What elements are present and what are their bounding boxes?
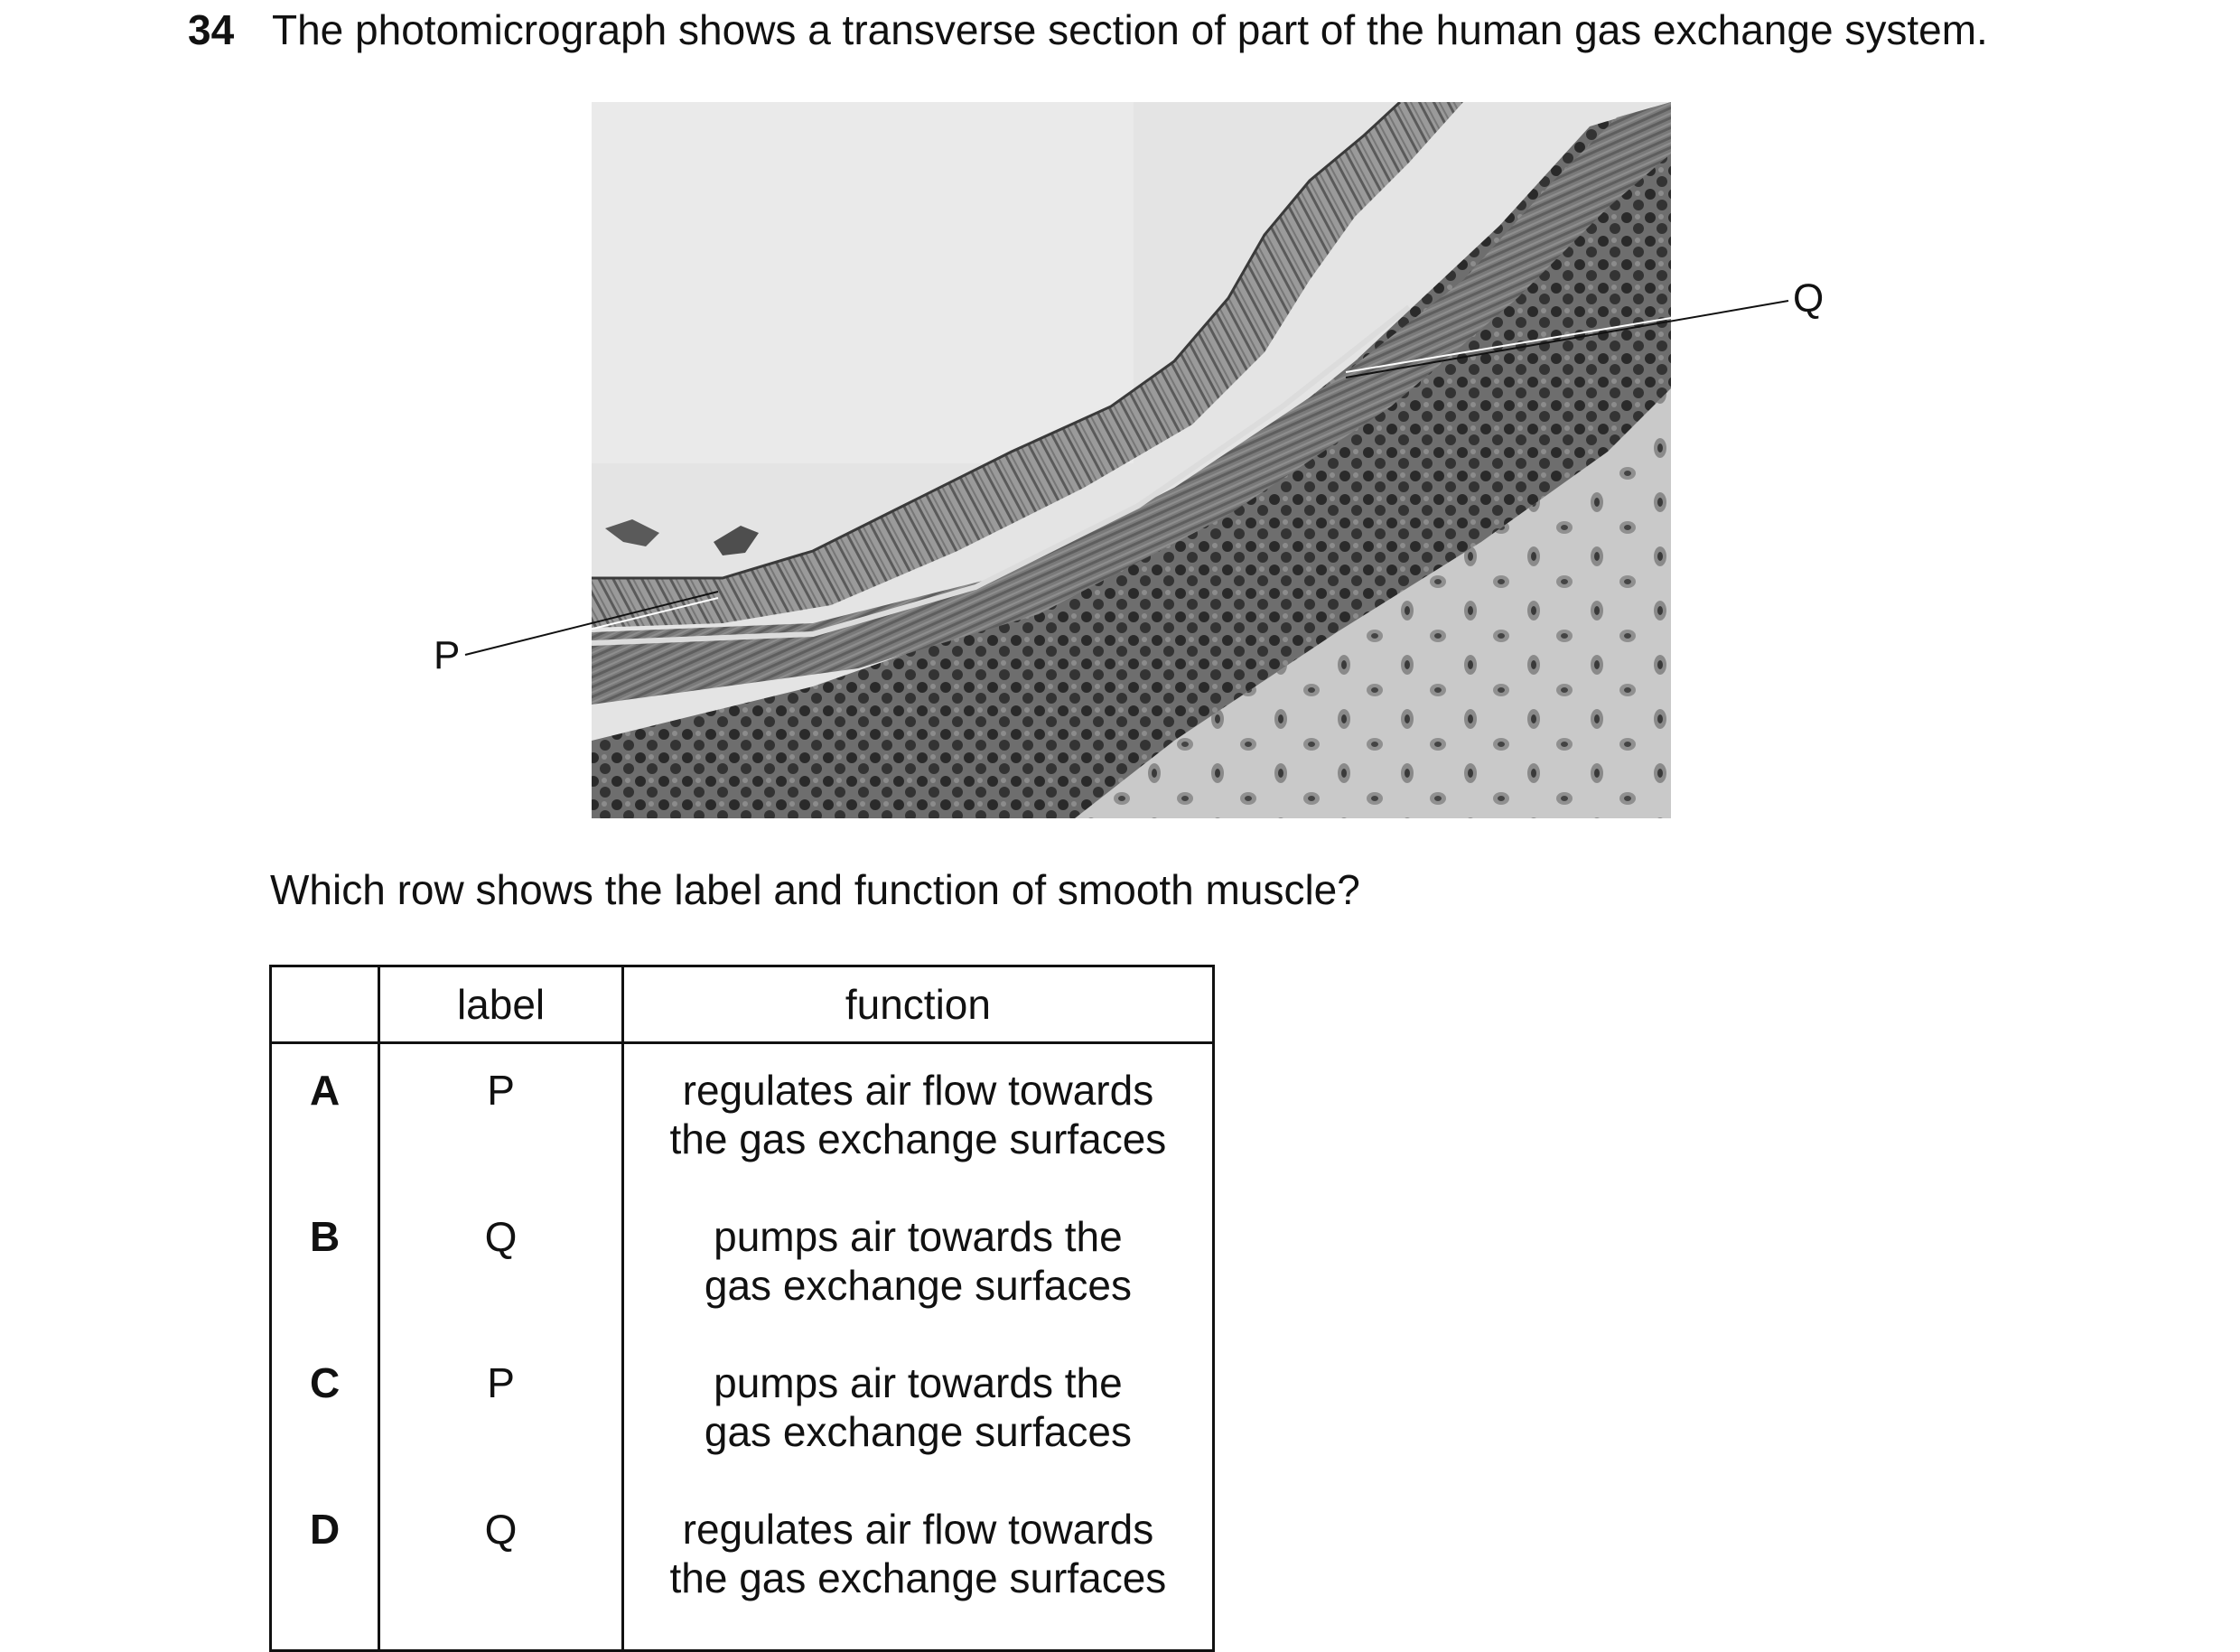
photomicrograph-figure: P Q xyxy=(434,102,1824,818)
header-letter xyxy=(270,966,381,1044)
option-function: regulates air flow towards the gas excha… xyxy=(622,1043,1213,1195)
function-line: pumps air towards the xyxy=(714,1213,1123,1260)
option-label: Q xyxy=(378,1194,624,1340)
question-prompt: Which row shows the label and function o… xyxy=(270,866,1360,913)
option-row-c[interactable]: C P pumps air towards the gas exchange s… xyxy=(270,1340,1214,1487)
answer-options-table: label function A P regulates air flow to… xyxy=(269,965,1215,1652)
option-label: Q xyxy=(378,1487,624,1651)
function-line: regulates air flow towards xyxy=(682,1506,1154,1553)
table-header-row: label function xyxy=(270,966,1214,1044)
option-function: pumps air towards the gas exchange surfa… xyxy=(622,1340,1213,1487)
option-function: pumps air towards the gas exchange surfa… xyxy=(622,1194,1213,1340)
option-letter: B xyxy=(270,1194,381,1340)
question-text: The photomicrograph shows a transverse s… xyxy=(272,6,1988,53)
option-letter: D xyxy=(270,1487,381,1651)
function-line: regulates air flow towards xyxy=(682,1067,1154,1114)
option-function: regulates air flow towards the gas excha… xyxy=(622,1487,1213,1651)
option-label: P xyxy=(378,1340,624,1487)
label-q-pointer xyxy=(1345,300,1789,378)
function-line: gas exchange surfaces xyxy=(704,1408,1132,1455)
function-line: gas exchange surfaces xyxy=(704,1262,1132,1309)
option-label: P xyxy=(378,1042,624,1194)
option-row-a[interactable]: A P regulates air flow towards the gas e… xyxy=(270,1042,1214,1195)
option-row-b[interactable]: B Q pumps air towards the gas exchange s… xyxy=(270,1194,1214,1340)
header-label: label xyxy=(378,966,624,1044)
function-line: pumps air towards the xyxy=(714,1359,1123,1406)
micrograph-image xyxy=(592,102,1671,818)
function-line: the gas exchange surfaces xyxy=(669,1115,1167,1162)
header-function: function xyxy=(622,966,1214,1044)
option-letter: A xyxy=(270,1042,381,1194)
label-p: P xyxy=(434,633,460,677)
function-line: the gas exchange surfaces xyxy=(669,1554,1167,1601)
option-letter: C xyxy=(270,1340,381,1487)
label-q: Q xyxy=(1793,276,1824,321)
option-row-d[interactable]: D Q regulates air flow towards the gas e… xyxy=(270,1487,1214,1651)
photomicrograph-svg: P Q xyxy=(434,102,1824,818)
label-p-pointer xyxy=(464,591,719,656)
question-number: 34 xyxy=(188,6,235,53)
question-header: 34 The photomicrograph shows a transvers… xyxy=(188,0,1988,60)
